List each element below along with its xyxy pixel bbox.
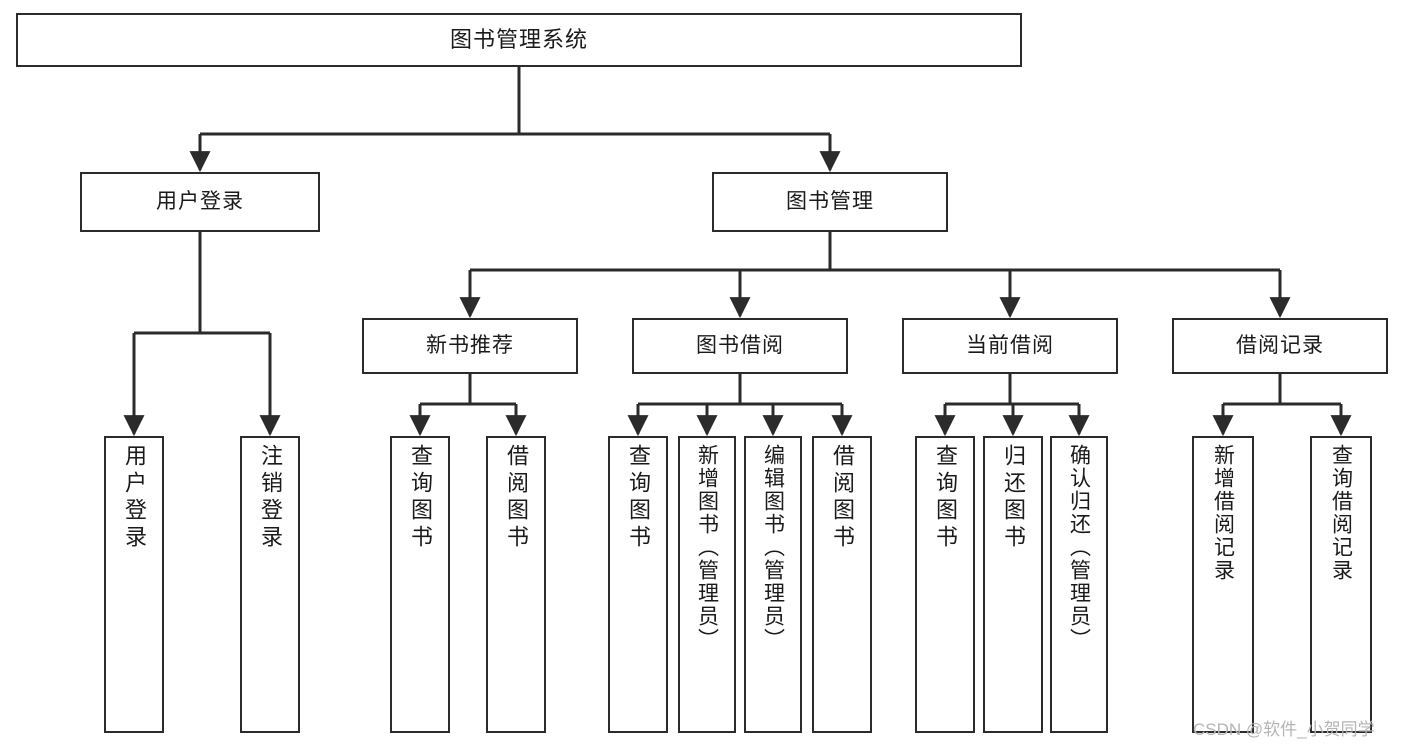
node-leaf-add-book-admin[interactable]: 新增图书（管理员）	[678, 436, 736, 733]
node-leaf-user-login-label: 用户登录	[122, 444, 147, 552]
node-leaf-query-book-2[interactable]: 查询图书	[608, 436, 668, 733]
node-leaf-query-book-3-label: 查询图书	[933, 444, 958, 552]
node-leaf-confirm-return[interactable]: 确认归还（管理员）	[1050, 436, 1108, 733]
node-borrow-record-label: 借阅记录	[1236, 333, 1324, 357]
node-leaf-return-book-label: 归还图书	[1001, 444, 1026, 552]
node-book-manage[interactable]: 图书管理	[712, 172, 948, 232]
node-leaf-logout-login-label: 注销登录	[258, 444, 283, 552]
node-leaf-query-book-2-label: 查询图书	[626, 444, 651, 552]
node-root-label: 图书管理系统	[449, 27, 588, 53]
node-leaf-borrow-book-1[interactable]: 借阅图书	[486, 436, 546, 733]
node-leaf-edit-book-admin[interactable]: 编辑图书（管理员）	[744, 436, 802, 733]
node-book-manage-label: 图书管理	[786, 189, 874, 213]
csdn-watermark: CSDN @软件_小贺同学	[1193, 720, 1375, 739]
node-leaf-add-borrow-record-label: 新增借阅记录	[1211, 444, 1235, 582]
node-current-borrow-label: 当前借阅	[966, 333, 1054, 357]
node-book-borrow[interactable]: 图书借阅	[632, 318, 848, 374]
node-leaf-return-book[interactable]: 归还图书	[983, 436, 1043, 733]
node-leaf-query-borrow-record[interactable]: 查询借阅记录	[1310, 436, 1372, 733]
node-leaf-confirm-return-label: 确认归还（管理员）	[1067, 444, 1091, 651]
node-new-book-recommend-label: 新书推荐	[426, 333, 514, 357]
node-current-borrow[interactable]: 当前借阅	[902, 318, 1118, 374]
node-leaf-logout-login[interactable]: 注销登录	[240, 436, 300, 733]
node-leaf-add-borrow-record[interactable]: 新增借阅记录	[1192, 436, 1254, 733]
tree-edges	[123, 67, 1352, 437]
node-leaf-user-login[interactable]: 用户登录	[104, 436, 164, 733]
node-leaf-add-book-admin-label: 新增图书（管理员）	[695, 444, 719, 651]
node-leaf-query-book-1[interactable]: 查询图书	[390, 436, 450, 733]
node-leaf-borrow-book-1-label: 借阅图书	[504, 444, 529, 552]
node-new-book-recommend[interactable]: 新书推荐	[362, 318, 578, 374]
node-borrow-record[interactable]: 借阅记录	[1172, 318, 1388, 374]
node-leaf-edit-book-admin-label: 编辑图书（管理员）	[761, 444, 785, 651]
node-root[interactable]: 图书管理系统	[16, 13, 1022, 67]
node-user-login-label: 用户登录	[156, 189, 244, 213]
node-leaf-query-book-3[interactable]: 查询图书	[915, 436, 975, 733]
node-book-borrow-label: 图书借阅	[696, 333, 784, 357]
node-leaf-query-book-1-label: 查询图书	[408, 444, 433, 552]
node-leaf-borrow-book-2-label: 借阅图书	[830, 444, 855, 552]
node-user-login[interactable]: 用户登录	[80, 172, 320, 232]
node-leaf-query-borrow-record-label: 查询借阅记录	[1329, 444, 1353, 582]
node-leaf-borrow-book-2[interactable]: 借阅图书	[812, 436, 872, 733]
